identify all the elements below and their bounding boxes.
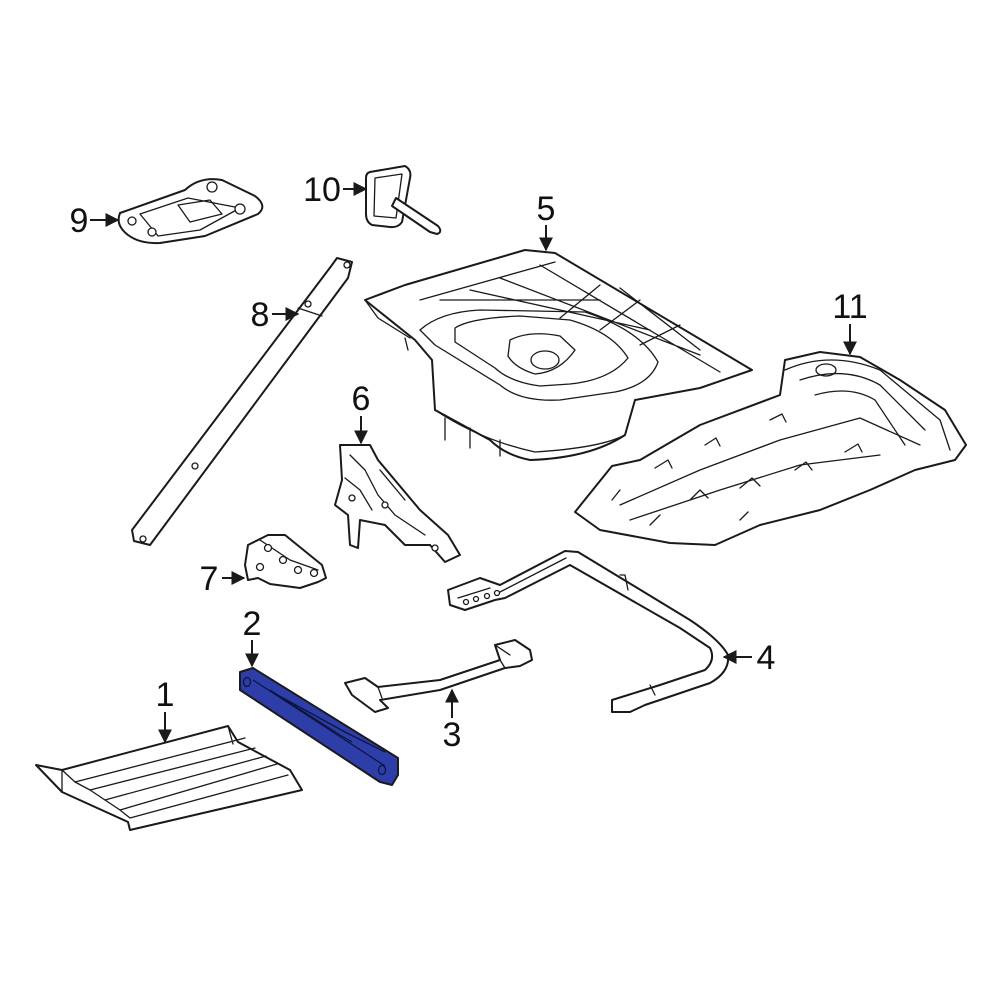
- part-crossmember-bracket: [344, 639, 533, 713]
- part-crossmember-highlighted: [239, 667, 399, 786]
- callout-4: 4: [757, 639, 776, 677]
- callout-1: 1: [156, 676, 175, 714]
- callout-6: 6: [352, 380, 371, 418]
- part-reinforcement-plate: [117, 178, 264, 245]
- callout-5: 5: [537, 190, 556, 228]
- part-floor-panel: [35, 725, 303, 831]
- callout-8: 8: [251, 296, 270, 334]
- callout-7: 7: [200, 560, 219, 598]
- callout-9: 9: [70, 202, 89, 240]
- part-rear-floor-pan: [574, 351, 967, 546]
- callout-11: 11: [832, 288, 867, 326]
- part-mount-bracket: [244, 534, 327, 589]
- part-support-bracket: [334, 444, 461, 563]
- part-stud-plate: [365, 165, 442, 235]
- callout-labels: 1 2 3 4 5 6 7 8 9 10 11: [70, 171, 868, 754]
- part-reinforcement-strip: [131, 257, 353, 546]
- callout-10: 10: [303, 171, 341, 209]
- part-side-rail: [447, 550, 730, 713]
- callout-3: 3: [443, 716, 462, 754]
- part-spare-tire-well: [364, 249, 753, 461]
- leader-lines: [90, 182, 857, 744]
- callout-2: 2: [243, 605, 262, 643]
